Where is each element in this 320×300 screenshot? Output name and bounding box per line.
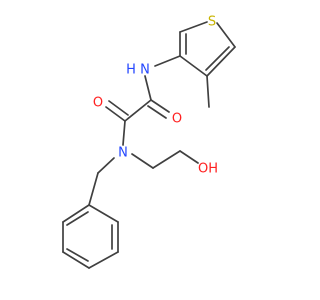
right-carbonyl-bond-a [150, 99, 170, 113]
tertiary-n-to-ethyl-bond [131, 153, 154, 169]
hydroxyl-label: OH [198, 162, 218, 177]
thiophene-bond-s-c2 [216, 22, 236, 48]
benzyl-to-ring-bond [88, 172, 99, 206]
benzene-bond-4 [62, 251, 90, 269]
amide-n-to-carbonyl-bond [144, 75, 152, 101]
tertiary-nitrogen-label: N [118, 146, 128, 161]
thiophene-sulfur-label: S [208, 15, 216, 30]
tertiary-n-to-benzyl-bond [97, 157, 115, 174]
left-carbonyl-bond-b [108, 100, 129, 116]
left-carbonyl-oxygen-label: O [93, 96, 103, 111]
thiophene-bond-c3-s [179, 21, 208, 33]
bonds [62, 21, 236, 269]
oxalyl-c-c-bond [124, 99, 152, 122]
thiophene-to-amide-n-bond [154, 55, 181, 67]
benzene-bond-4-inner [66, 248, 89, 262]
methyl-bond [206, 75, 210, 108]
left-carbonyl-bond-a [105, 106, 126, 122]
ethyl-bond [152, 150, 181, 169]
thiophene-bond-c2-c1 [206, 46, 236, 77]
benzene-bond-6-inner [66, 211, 89, 226]
benzene-bond-6 [62, 204, 90, 223]
atom-labels: S H N O O N OH [93, 15, 218, 177]
molecule-structure: S H N O O N OH [62, 15, 236, 269]
right-carbonyl-bond-b [147, 105, 167, 119]
amide-hydrogen-label: H [126, 63, 136, 78]
right-carbonyl-oxygen-label: O [172, 112, 182, 127]
amide-nitrogen-label: N [140, 63, 150, 78]
ethyl-to-hydroxyl-bond [179, 150, 199, 164]
benzene-bond-3 [88, 251, 119, 269]
carbonyl-to-tertiary-n-bond [122, 120, 126, 146]
benzene-bond-1 [88, 204, 119, 223]
thiophene-bond-c2-c1-inner [205, 46, 230, 71]
thiophene-bond-c1-c4 [179, 55, 208, 77]
